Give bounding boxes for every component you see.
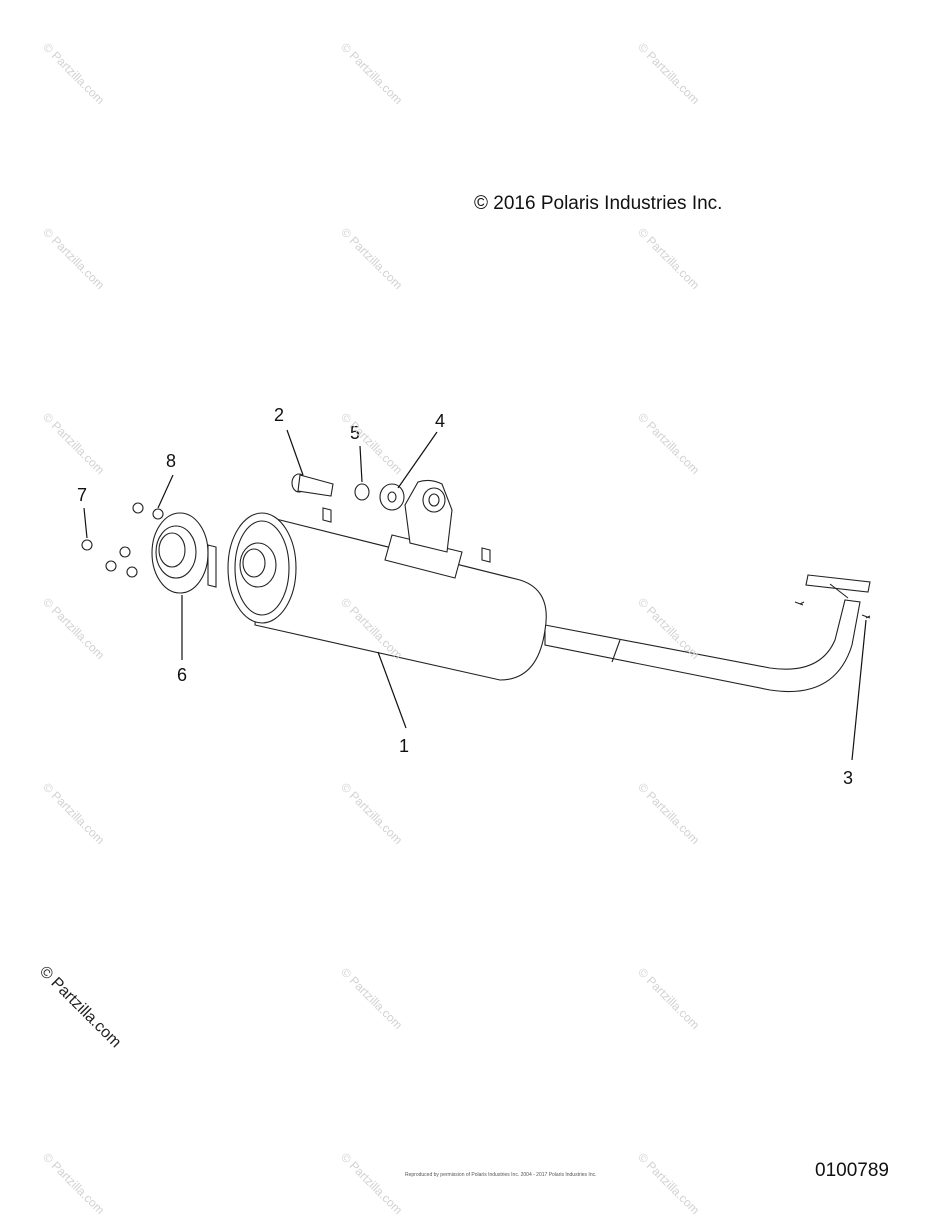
nut: [354, 483, 370, 501]
callout-2: 2: [274, 405, 284, 425]
callout-1: 1: [399, 736, 409, 756]
callout-7: 7: [77, 485, 87, 505]
washer: [379, 483, 405, 511]
bolt: [291, 473, 334, 497]
fasteners: [81, 502, 164, 578]
muffler: [227, 479, 547, 681]
callout-3: 3: [843, 768, 853, 788]
footer-text: Reproduced by permission of Polaris Indu…: [405, 1172, 597, 1178]
figure-number: 0100789: [815, 1160, 889, 1181]
callout-5: 5: [350, 423, 360, 443]
exhaust-pipe: [544, 574, 871, 693]
copyright-text: © 2016 Polaris Industries Inc.: [474, 193, 723, 214]
callout-6: 6: [177, 665, 187, 685]
spark-arrestor: [151, 512, 217, 594]
callout-8: 8: [166, 451, 176, 471]
callout-4: 4: [435, 411, 445, 431]
